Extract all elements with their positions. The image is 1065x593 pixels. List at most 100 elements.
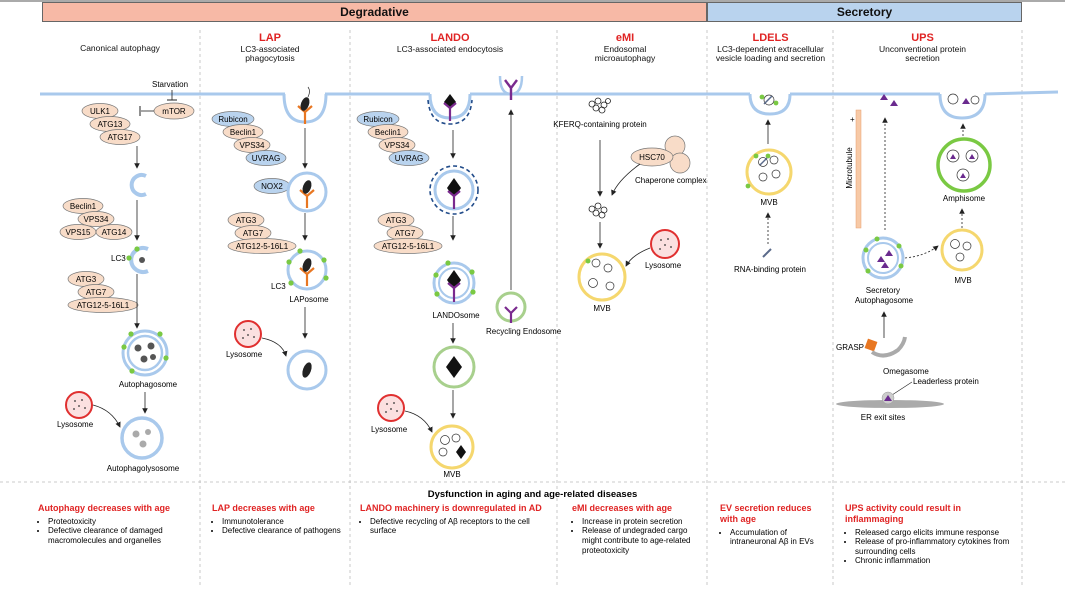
degradative-banner: Degradative bbox=[42, 2, 707, 22]
col-title-canonical: Canonical autophagy bbox=[60, 43, 180, 54]
endocytic-pit-lando bbox=[427, 93, 473, 125]
dysfunction-item: Defective clearance of damaged macromole… bbox=[48, 526, 198, 545]
autophagolysosome-label: Autophagolysosome bbox=[107, 464, 180, 473]
col-title-lando: LANDO LC3-associated endocytosis bbox=[390, 32, 510, 54]
atg12-label-lap: ATG12-5-16L1 bbox=[236, 242, 289, 251]
col-subtitle-emi: Endosomal microautophagy bbox=[594, 43, 656, 64]
kferq-text: KFERQ-containing protein bbox=[553, 120, 646, 129]
phagophore bbox=[129, 173, 147, 197]
col-subtitle-ldels: LC3-dependent extracellular vesicle load… bbox=[715, 43, 826, 64]
dysfunction-heading: UPS activity could result in inflammagin… bbox=[845, 503, 962, 524]
landosome bbox=[432, 260, 476, 305]
mtor-label: mTOR bbox=[162, 107, 186, 116]
mvb-ldels bbox=[745, 148, 793, 196]
rubicon-label-lando: Rubicon bbox=[363, 115, 392, 124]
kferq-chaperone-bound bbox=[588, 202, 608, 219]
mtor-protein: mTOR bbox=[153, 102, 195, 120]
mvb-lando bbox=[429, 424, 475, 470]
rubicon-label-lap: Rubicon bbox=[218, 115, 247, 124]
col-subtitle-ups: Unconventional protein secretion bbox=[879, 43, 966, 64]
grasp-label: GRASP bbox=[836, 343, 864, 352]
secretory-autophagosome-label-1: Secretory Autophagosome bbox=[855, 286, 914, 305]
col-title-emi: eMI Endosomal microautophagy bbox=[575, 32, 675, 64]
uvrag-label-lando: UVRAG bbox=[395, 154, 423, 163]
atg17-label: ATG17 bbox=[108, 133, 133, 142]
beclin1-label-lando: Beclin1 bbox=[375, 128, 402, 137]
col-subtitle-lando: LC3-associated endocytosis bbox=[396, 43, 504, 54]
dysfunction-list: Increase in protein secretion Release of… bbox=[572, 517, 702, 555]
endosome-lando bbox=[429, 165, 479, 215]
dysfunction-item: Defective clearance of pathogens bbox=[222, 526, 347, 536]
late-endosome-lando bbox=[432, 345, 476, 389]
mvb-label-emi: MVB bbox=[593, 304, 610, 313]
ulk-complex: ULK1 ATG13 ATG17 bbox=[81, 103, 141, 145]
dysfunction-lap: LAP decreases with age Immunotolerance D… bbox=[212, 503, 347, 536]
lysosome-label-emi: Lysosome bbox=[645, 261, 682, 270]
secretory-label-word: Secretory bbox=[866, 286, 900, 295]
rna-binding-label: RNA-binding protein bbox=[734, 265, 806, 274]
dysfunction-list: Immunotolerance Defective clearance of p… bbox=[212, 517, 347, 536]
rna-binding-protein-icon bbox=[762, 248, 772, 258]
dysfunction-list: Proteotoxicity Defective clearance of da… bbox=[38, 517, 198, 546]
atg7-label-lando: ATG7 bbox=[395, 229, 416, 238]
er-exit-label: ER exit sites bbox=[861, 413, 905, 422]
dysfunction-heading: LAP decreases with age bbox=[212, 503, 315, 513]
atg7-label-lap: ATG7 bbox=[243, 229, 264, 238]
dysfunction-canonical: Autophagy decreases with age Proteotoxic… bbox=[38, 503, 198, 546]
elongating-phagophore bbox=[129, 246, 149, 274]
recycling-endosome-label: Recycling Endosome bbox=[486, 327, 562, 336]
omegasome-label: Omegasome bbox=[883, 367, 929, 376]
hsc70-label: HSC70 bbox=[639, 153, 665, 162]
secretory-banner: Secretory bbox=[707, 2, 1022, 22]
col-title-ldels: LDELS LC3-dependent extracellular vesicl… bbox=[708, 32, 833, 64]
secretory-autophagosome bbox=[861, 236, 905, 280]
dysfunction-heading: LANDO machinery is downregulated in AD bbox=[360, 503, 542, 513]
autophagosome-label: Autophagosome bbox=[119, 380, 178, 389]
kferq-label: KFERQ-containing protein bbox=[553, 120, 646, 129]
plasma-membrane bbox=[40, 90, 1059, 96]
mvb-label-lando: MVB bbox=[443, 470, 460, 479]
dysfunction-item: Chronic inflammation bbox=[855, 556, 1020, 566]
dysfunction-heading: EV secretion reduces with age bbox=[720, 503, 812, 524]
atg3-label-lap: ATG3 bbox=[236, 216, 257, 225]
vps34-label: VPS34 bbox=[84, 215, 109, 224]
dysfunction-list: Released cargo elicits immune response R… bbox=[845, 528, 1020, 566]
atg7-label-canonical: ATG7 bbox=[86, 288, 107, 297]
phagosome-lap bbox=[286, 171, 328, 213]
lysosome-label-canonical: Lysosome bbox=[57, 420, 94, 429]
col-heading-lap: LAP bbox=[259, 32, 281, 44]
atg-conjugation-lando: ATG3 ATG7 ATG12-5-16L1 bbox=[373, 212, 443, 254]
dysfunction-title: Dysfunction in aging and age-related dis… bbox=[427, 489, 638, 500]
rubicon-complex-lando: Rubicon Beclin1 VPS34 UVRAG bbox=[356, 111, 430, 166]
kferq-protein-aggregate bbox=[588, 97, 611, 114]
amphisome bbox=[936, 137, 992, 193]
col-subtitle-lap: LC3-associated phagocytosis bbox=[240, 43, 300, 64]
beclin1-label: Beclin1 bbox=[70, 202, 97, 211]
column-separators bbox=[0, 30, 1065, 585]
dysfunction-list: Defective recycling of Aβ receptors to t… bbox=[360, 517, 552, 536]
dysfunction-ups: UPS activity could result in inflammagin… bbox=[845, 503, 1020, 566]
dysfunction-item: Defective recycling of Aβ receptors to t… bbox=[370, 517, 552, 536]
atg3-label-canonical: ATG3 bbox=[76, 275, 97, 284]
atg12-label-canonical: ATG12-5-16L1 bbox=[77, 301, 130, 310]
dysfunction-ldels: EV secretion reduces with age Accumulati… bbox=[720, 503, 828, 547]
dysfunction-item: Accumulation of intraneuronal Aβ in EVs bbox=[730, 528, 828, 547]
dysfunction-item: Proteotoxicity bbox=[48, 517, 198, 527]
recycling-endosome bbox=[495, 291, 527, 323]
lc3-label-lap: LC3 bbox=[271, 282, 286, 291]
atg12-label-lando: ATG12-5-16L1 bbox=[382, 242, 435, 251]
omegasome bbox=[870, 336, 907, 358]
er-membrane bbox=[836, 400, 944, 408]
lysosome-emi bbox=[650, 229, 680, 259]
atg14-label: ATG14 bbox=[102, 228, 127, 237]
amphisome-label: Amphisome bbox=[943, 194, 986, 203]
nox2-label: NOX2 bbox=[261, 182, 283, 191]
landosome-label: LANDOsome bbox=[432, 311, 480, 320]
leaderless-protein-icon bbox=[884, 395, 892, 401]
lc3-label-canonical: LC3 bbox=[111, 254, 126, 263]
leaderless-label: Leaderless protein bbox=[913, 377, 979, 386]
autophagolysosome bbox=[120, 416, 164, 460]
dysfunction-item: Immunotolerance bbox=[222, 517, 347, 527]
